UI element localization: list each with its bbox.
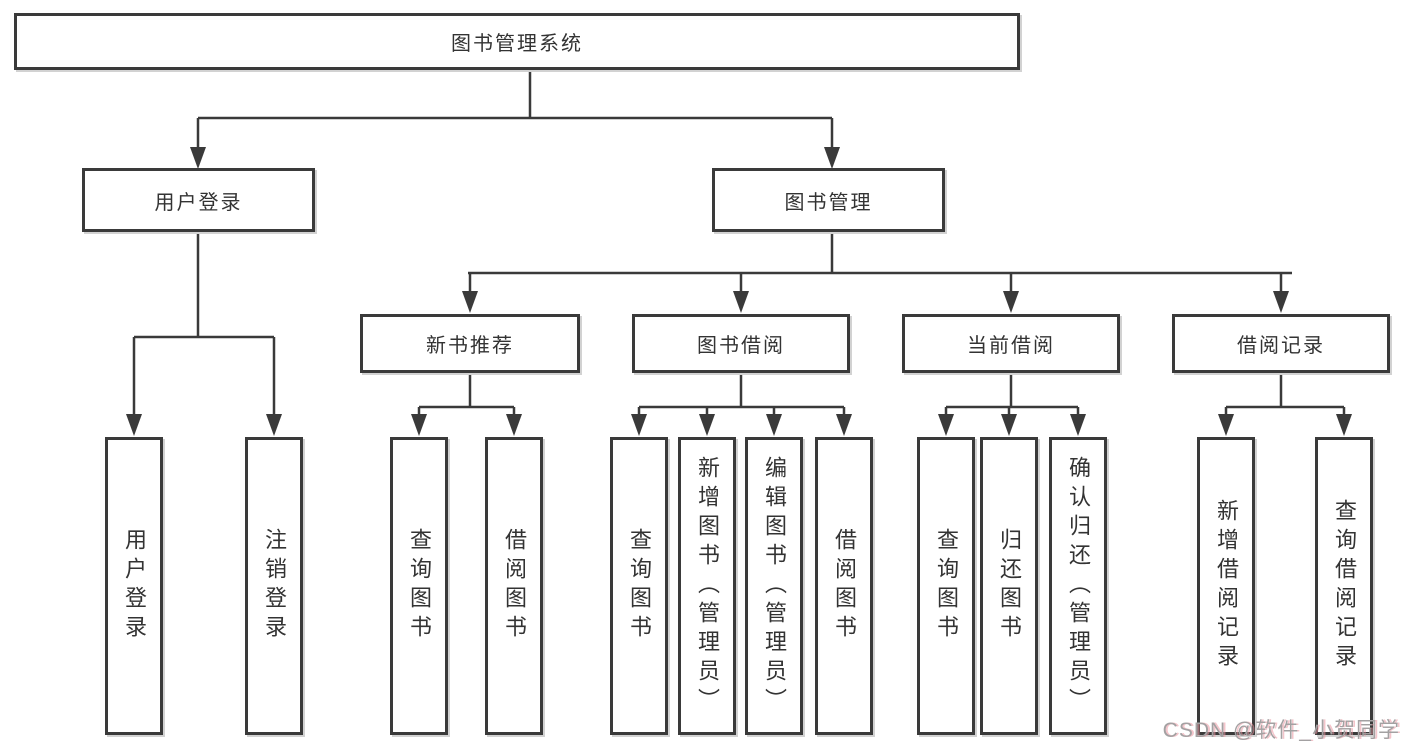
connector-userlogin-to-leaves [132, 232, 276, 420]
connector-records-to-leaves [1224, 373, 1346, 420]
arrowhead [266, 414, 282, 436]
node-current-borrow: 当前借阅 [902, 314, 1120, 373]
arrowhead [631, 414, 647, 436]
node-user-login: 用户登录 [82, 168, 315, 232]
node-borrow-records: 借阅记录 [1172, 314, 1390, 373]
arrowhead [733, 291, 749, 313]
leaf-user-login: 用户登录 [105, 437, 163, 735]
arrowhead [938, 414, 954, 436]
node-root: 图书管理系统 [14, 13, 1020, 70]
arrowhead [126, 414, 142, 436]
connector-bookmgmt-to-level3 [468, 232, 1292, 295]
leaf-return-books: 归还图书 [980, 437, 1038, 735]
arrowhead [462, 291, 478, 313]
connector-current-to-leaves [944, 373, 1080, 420]
leaf-logout: 注销登录 [245, 437, 303, 735]
arrowhead [699, 414, 715, 436]
connector-root-to-level2 [196, 70, 834, 151]
arrowhead [836, 414, 852, 436]
connector-borrow-to-leaves [637, 373, 846, 420]
connector-newbook-to-leaves [417, 373, 516, 420]
leaf-query-borrow-record: 查询借阅记录 [1315, 437, 1373, 735]
arrowhead [506, 414, 522, 436]
leaf-borrow-books: 借阅图书 [815, 437, 873, 735]
arrowhead [190, 147, 206, 169]
node-book-management: 图书管理 [712, 168, 945, 232]
arrowhead [1273, 291, 1289, 313]
arrowhead [766, 414, 782, 436]
leaf-confirm-return-admin: 确认归还（管理员） [1049, 437, 1107, 735]
arrowhead [1070, 414, 1086, 436]
leaf-query-books-current: 查询图书 [917, 437, 975, 735]
leaf-borrow-books-recommend: 借阅图书 [485, 437, 543, 735]
leaf-add-borrow-record: 新增借阅记录 [1197, 437, 1255, 735]
leaf-add-books-admin: 新增图书（管理员） [678, 437, 736, 735]
node-book-borrow: 图书借阅 [632, 314, 850, 373]
arrowheads [126, 147, 1352, 436]
leaf-query-books-borrow: 查询图书 [610, 437, 668, 735]
arrowhead [411, 414, 427, 436]
arrowhead [1336, 414, 1352, 436]
node-new-book-recommend: 新书推荐 [360, 314, 580, 373]
arrowhead [1218, 414, 1234, 436]
arrowhead [1003, 291, 1019, 313]
arrowhead [824, 147, 840, 169]
leaf-edit-books-admin: 编辑图书（管理员） [745, 437, 803, 735]
leaf-query-books-recommend: 查询图书 [390, 437, 448, 735]
arrowhead [1001, 414, 1017, 436]
